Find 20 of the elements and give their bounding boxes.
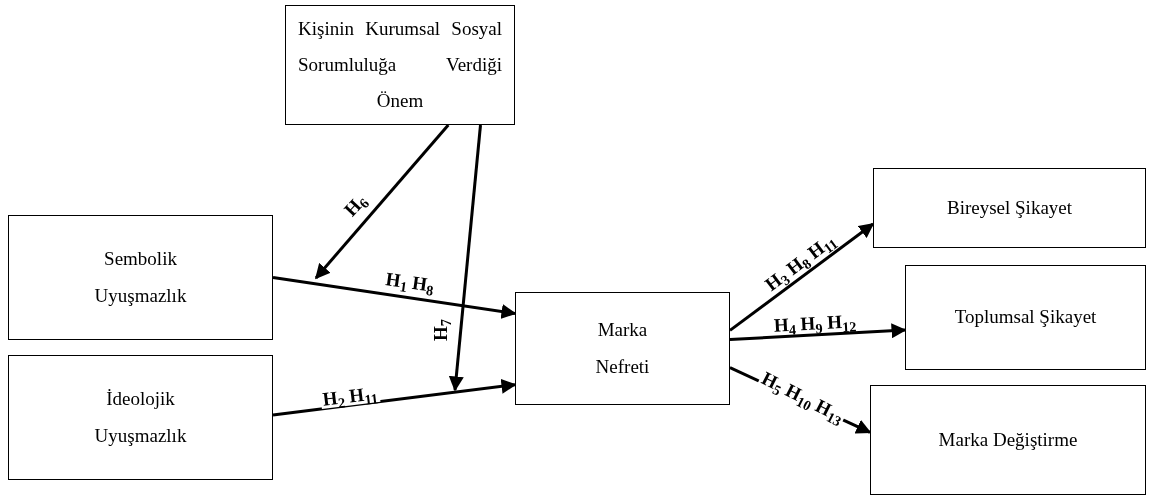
concept-box — [870, 385, 1146, 495]
box-text: Marka Değiştirme — [937, 427, 1079, 452]
box-text: İdeolojik Uyuşmazlık — [93, 387, 188, 448]
box-text: Kişinin Kurumsal Sosyal Sorumluluğa Verdiği Önem — [298, 16, 502, 114]
arrow — [272, 378, 517, 417]
concept-box — [8, 215, 273, 340]
box-text: Marka Nefreti — [594, 318, 651, 379]
concept-box — [8, 355, 273, 480]
box-text: Toplumsal Şikayet — [954, 305, 1097, 330]
box-text: Bireysel Şikayet — [945, 195, 1074, 220]
concept-box — [873, 168, 1146, 248]
concept-box — [515, 292, 730, 405]
arrow — [729, 222, 875, 332]
arrow — [272, 276, 517, 319]
arrow — [314, 124, 450, 280]
arrow — [729, 323, 907, 341]
box-text: Sembolik Uyuşmazlık — [93, 247, 188, 308]
concept-box — [905, 265, 1146, 370]
concept-box — [285, 5, 515, 125]
arrow — [448, 124, 482, 392]
